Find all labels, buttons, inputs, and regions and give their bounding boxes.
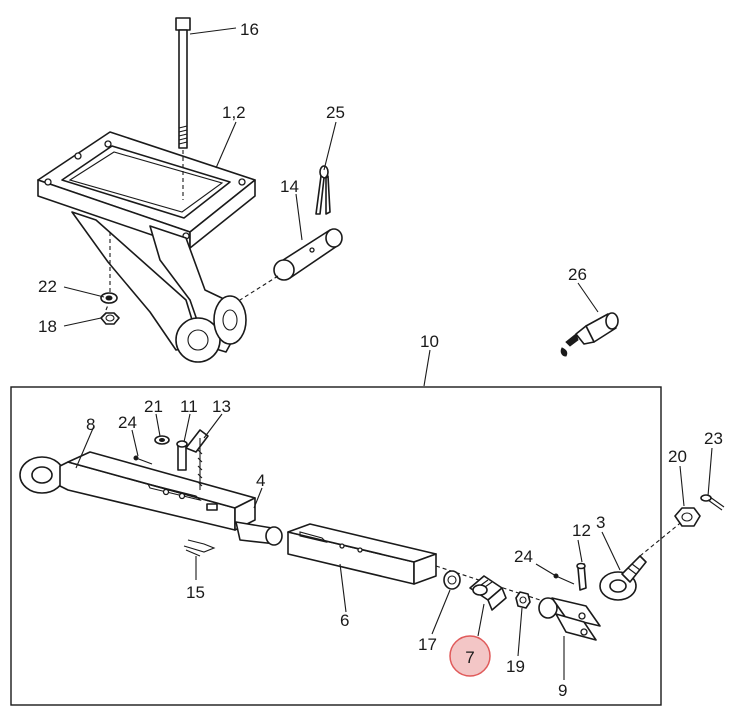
label-12: 12 bbox=[572, 521, 591, 540]
label-16: 16 bbox=[240, 20, 259, 39]
clip-15 bbox=[183, 539, 216, 557]
tube-6 bbox=[287, 523, 541, 601]
pin-12 bbox=[576, 562, 587, 591]
pin-14 bbox=[239, 228, 343, 301]
label-14: 14 bbox=[280, 177, 299, 196]
label-9: 9 bbox=[558, 681, 567, 700]
label-13: 13 bbox=[212, 397, 231, 416]
kit-box-10 bbox=[10, 386, 662, 706]
adapter-7 bbox=[469, 575, 507, 611]
label-21: 21 bbox=[144, 397, 163, 416]
label-1-2: 1,2 bbox=[222, 103, 246, 122]
rod-end-tube-8 bbox=[19, 451, 256, 531]
nut-20 bbox=[674, 507, 701, 527]
label-23: 23 bbox=[704, 429, 723, 448]
label-22: 22 bbox=[38, 277, 57, 296]
label-7: 7 bbox=[465, 648, 474, 667]
label-26: 26 bbox=[568, 265, 587, 284]
grease-tube-26 bbox=[560, 312, 619, 357]
label-11: 11 bbox=[180, 397, 198, 416]
washer-22 bbox=[100, 292, 118, 304]
callout-7-highlight bbox=[449, 635, 491, 677]
label-17: 17 bbox=[418, 635, 437, 654]
clevis-9 bbox=[538, 597, 601, 641]
tube-4 bbox=[235, 521, 283, 546]
label-8: 8 bbox=[86, 415, 95, 434]
bolt-16 bbox=[175, 17, 191, 149]
nut-17 bbox=[443, 570, 461, 590]
nut-19 bbox=[515, 591, 531, 609]
label-6: 6 bbox=[340, 611, 349, 630]
label-20: 20 bbox=[668, 447, 687, 466]
label-10: 10 bbox=[420, 332, 439, 351]
pin-24-left bbox=[133, 455, 153, 465]
label-25: 25 bbox=[326, 103, 345, 122]
pin-24-right bbox=[553, 573, 575, 585]
label-3: 3 bbox=[596, 513, 605, 532]
nut-18 bbox=[100, 312, 120, 325]
pin-11 bbox=[154, 435, 188, 471]
label-4: 4 bbox=[256, 471, 265, 490]
leader-lines bbox=[63, 27, 713, 680]
cotter-pin-25 bbox=[315, 165, 331, 215]
label-15: 15 bbox=[186, 583, 205, 602]
cotter-pin-23 bbox=[700, 494, 725, 511]
label-19: 19 bbox=[506, 657, 525, 676]
label-24-left: 24 bbox=[118, 413, 137, 432]
label-24-right: 24 bbox=[514, 547, 533, 566]
label-18: 18 bbox=[38, 317, 57, 336]
bracket-plate-1-2 bbox=[37, 131, 256, 363]
rod-end-3 bbox=[599, 519, 685, 601]
lynch-pin-13 bbox=[185, 429, 209, 490]
